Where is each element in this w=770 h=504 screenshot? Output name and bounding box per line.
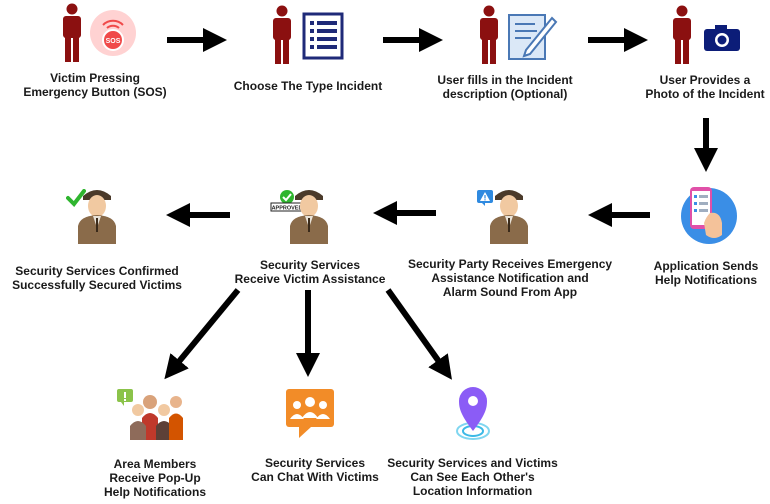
camera-icon [702, 25, 742, 53]
step-confirmed-label: Security Services Confirmed Successfully… [12, 264, 182, 292]
arrow-to-location [385, 288, 452, 380]
step-area-members-label: Area Members Receive Pop-Up Help Notific… [103, 457, 206, 499]
person-icon [60, 3, 84, 63]
step-sos-label: Victim Pressing Emergency Button (SOS) [23, 71, 167, 99]
alert-badge-icon [476, 189, 494, 207]
sos-badge-text: SOS [106, 38, 121, 45]
step-photo-label: User Provides a Photo of the Incident [645, 73, 765, 101]
phone-notification-icon [680, 183, 738, 245]
step-security-receives-label: Security Party Receives Emergency Assist… [407, 257, 613, 299]
sos-button-icon: SOS [89, 9, 137, 57]
step-choose-type-label: Choose The Type Incident [233, 79, 383, 93]
security-guard-icon [488, 186, 530, 244]
person-icon [670, 5, 694, 65]
edit-document-icon [506, 10, 558, 62]
approved-stamp-icon: APPROVED [270, 189, 304, 213]
security-guard-icon [288, 186, 330, 244]
person-icon [477, 5, 501, 65]
group-alert-icon [116, 388, 188, 440]
step-chat-label: Security Services Can Chat With Victims [251, 456, 379, 484]
arrow-to-area-members [164, 288, 241, 380]
step-receive-assistance-label: Security Services Receive Victim Assista… [234, 258, 386, 286]
approved-badge-text: APPROVED [272, 206, 303, 212]
step-location-label: Security Services and Victims Can See Ea… [387, 456, 558, 498]
step-app-sends-label: Application Sends Help Notifications [653, 259, 759, 287]
group-chat-icon [285, 388, 335, 440]
person-icon [270, 5, 294, 65]
security-guard-icon [76, 186, 118, 244]
step-description-label: User fills in the Incident description (… [437, 73, 573, 101]
checkmark-icon [66, 189, 86, 207]
list-icon [302, 12, 344, 60]
location-pin-icon [455, 385, 491, 443]
